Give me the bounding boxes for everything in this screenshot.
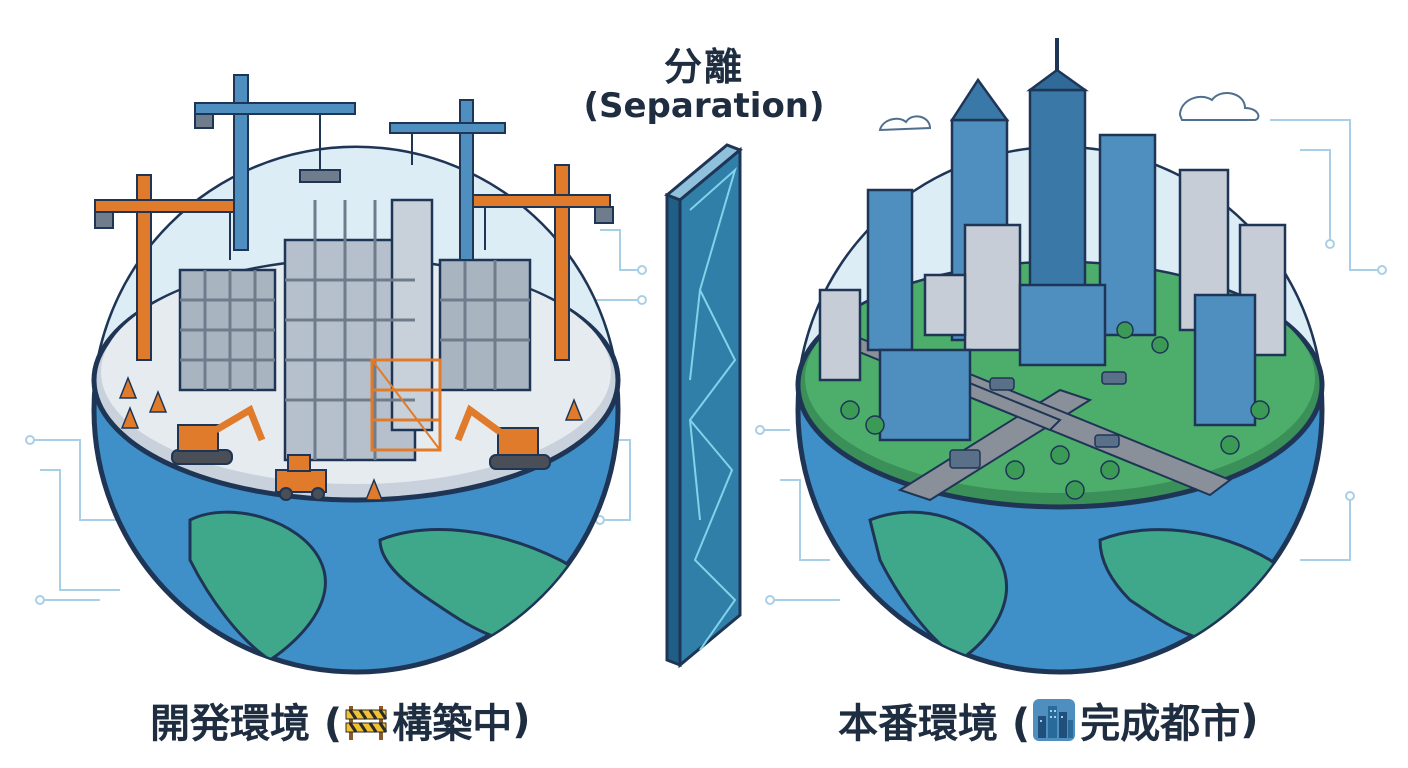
prod-caption-prefix: 本番環境 ( [838,701,1031,747]
construction-barrier-icon [344,698,388,742]
prod-caption-suffix: ) [1240,697,1259,743]
separation-panel [664,143,743,669]
blue-crane-back-right [389,99,506,261]
excavator-right [454,404,551,470]
clouds [878,92,1260,132]
separation-title-en: (Separation) [583,86,825,126]
trees [840,321,1270,500]
prod-globe [795,38,1325,675]
dev-globe [91,74,621,675]
traffic-cones [118,375,584,501]
skyscrapers [818,38,1287,442]
dev-caption-status: 構築中 [392,701,513,747]
prod-environment-caption: 本番環境 ( 完成都市 ) [838,690,1259,750]
city-skyline-icon [1032,698,1076,742]
cars [949,371,1127,469]
dev-environment-caption: 開発環境 ( 構築中 ) [150,690,531,750]
dev-caption-suffix: ) [512,697,531,743]
excavator-left [171,404,266,465]
prod-caption-status: 完成都市 [1080,701,1241,747]
building-frames [178,198,532,462]
separation-title-jp: 分離 [663,45,744,89]
bulldozer [275,454,327,501]
orange-crane-left [94,174,246,361]
blue-crane-back-left [194,74,356,251]
circuit-lines-right [755,119,1387,605]
dev-caption-prefix: 開発環境 ( [150,701,343,747]
